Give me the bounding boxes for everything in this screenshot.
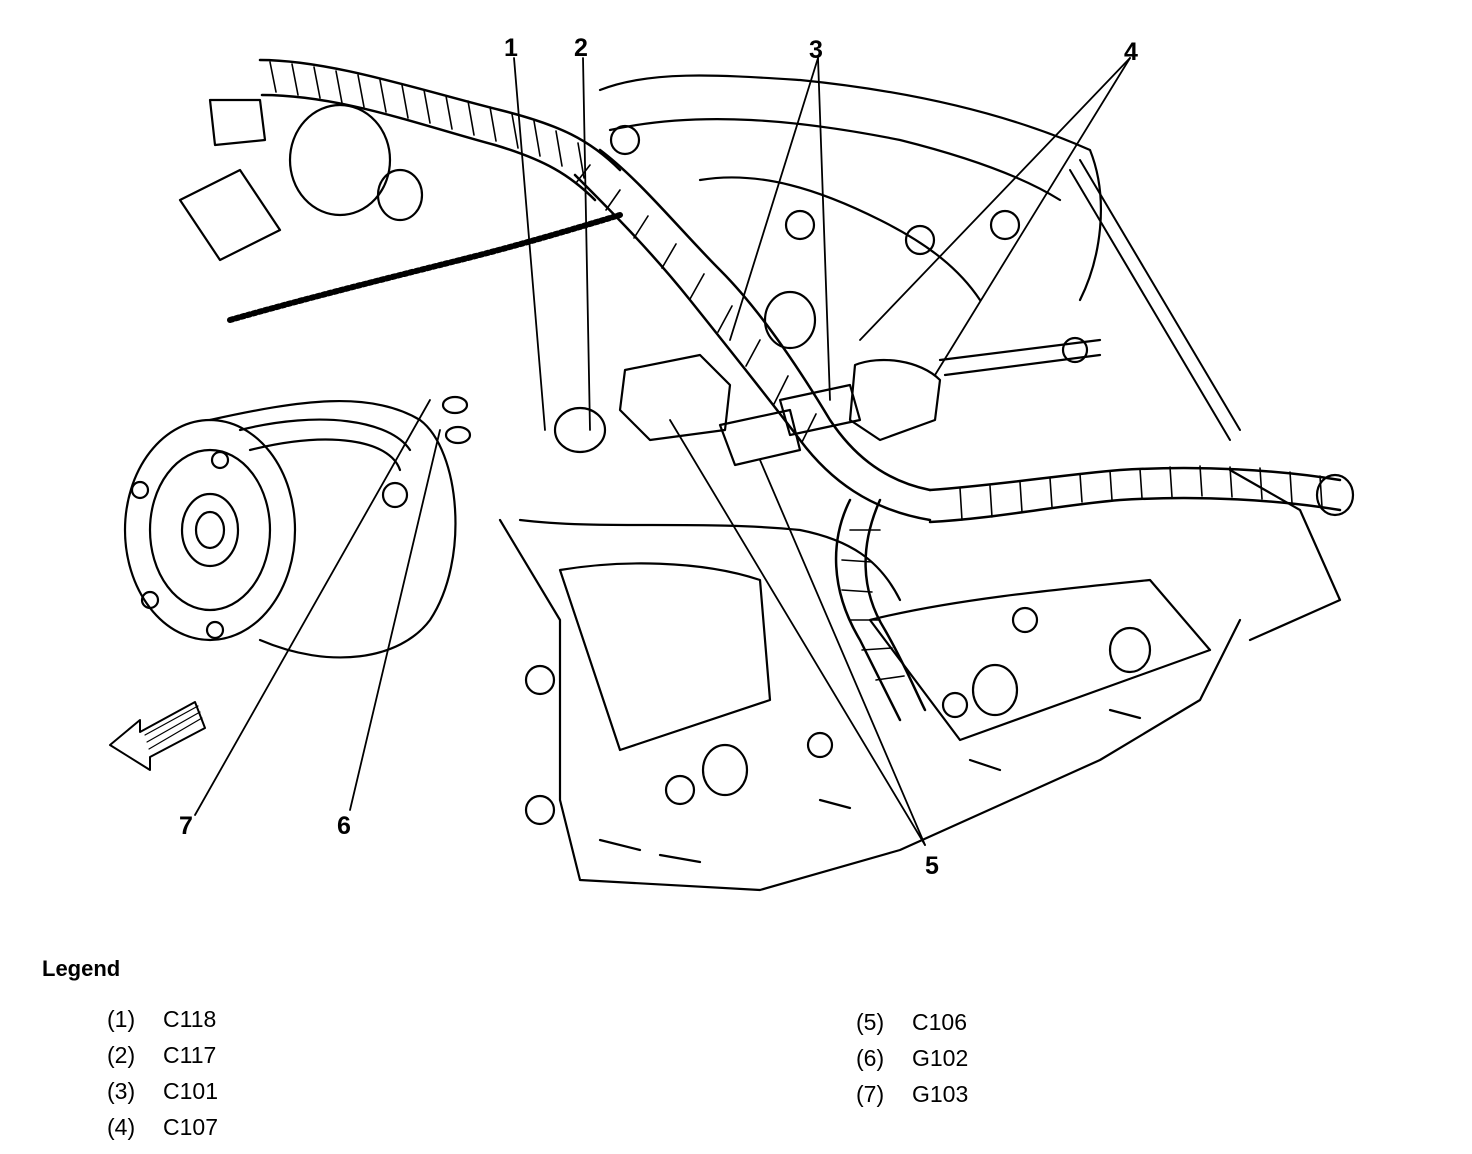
leader-5a	[669, 419, 926, 846]
legend-item-number: (5)	[856, 1009, 885, 1035]
legend-item-code: C107	[163, 1114, 218, 1140]
legend-title: Legend	[42, 956, 121, 981]
leader-3a	[729, 57, 819, 341]
connector-bodies	[553, 290, 1102, 467]
callout-3: 3	[809, 36, 823, 64]
lower-harness	[834, 498, 927, 722]
ground-terminals	[441, 395, 472, 445]
legend-item-code: C117	[163, 1042, 217, 1068]
legend-item-code: C106	[912, 1009, 967, 1035]
legend-item-code: G102	[912, 1045, 969, 1071]
legend-item-number: (2)	[107, 1042, 136, 1068]
legend-item-number: (6)	[856, 1045, 885, 1071]
engine-block	[498, 468, 1342, 892]
legend-item-number: (1)	[107, 1006, 136, 1032]
ac-compressor	[123, 399, 457, 659]
legend-item: (4) C107	[107, 1114, 218, 1150]
leader-4b	[934, 57, 1131, 376]
filter-canister	[178, 98, 424, 262]
forward-direction-arrow-icon	[109, 701, 206, 771]
callout-4: 4	[1124, 38, 1138, 66]
legend-item: (1) C118	[107, 1006, 218, 1042]
callout-6: 6	[337, 812, 351, 840]
callout-2: 2	[574, 34, 588, 62]
leader-3b	[817, 57, 831, 401]
upper-harness	[258, 58, 622, 202]
legend-item-code: C101	[163, 1078, 218, 1104]
leader-2	[582, 57, 591, 431]
legend-item-number: (7)	[856, 1081, 885, 1107]
leader-4a	[859, 57, 1131, 341]
leader-1	[513, 57, 546, 431]
legend-item: (6) G102	[856, 1045, 968, 1081]
leader-5b	[759, 459, 926, 846]
legend-right-column: (5) C106 (6) G102 (7) G103	[856, 1009, 968, 1117]
callout-1: 1	[504, 34, 518, 62]
engine-wiring-diagram	[109, 57, 1355, 892]
legend-item-number: (3)	[107, 1078, 136, 1104]
legend-item: (3) C101	[107, 1078, 218, 1114]
legend-left-column: (1) C118 (2) C117 (3) C101 (4) C107	[107, 1006, 218, 1150]
legend-item: (5) C106	[856, 1009, 968, 1045]
legend-item-code: G103	[912, 1081, 969, 1107]
right-harness	[928, 465, 1355, 524]
leader-7	[194, 399, 431, 816]
legend-item-number: (4)	[107, 1114, 136, 1140]
callout-leaders	[194, 57, 1131, 846]
legend-item: (7) G103	[856, 1081, 968, 1117]
callout-7: 7	[179, 812, 193, 840]
main-harness	[573, 148, 932, 522]
legend-item-code: C118	[163, 1006, 217, 1032]
braided-cable	[227, 212, 623, 323]
leader-6	[349, 429, 441, 811]
callout-5: 5	[925, 852, 939, 880]
intake-manifold	[598, 74, 1241, 441]
legend-item: (2) C117	[107, 1042, 218, 1078]
